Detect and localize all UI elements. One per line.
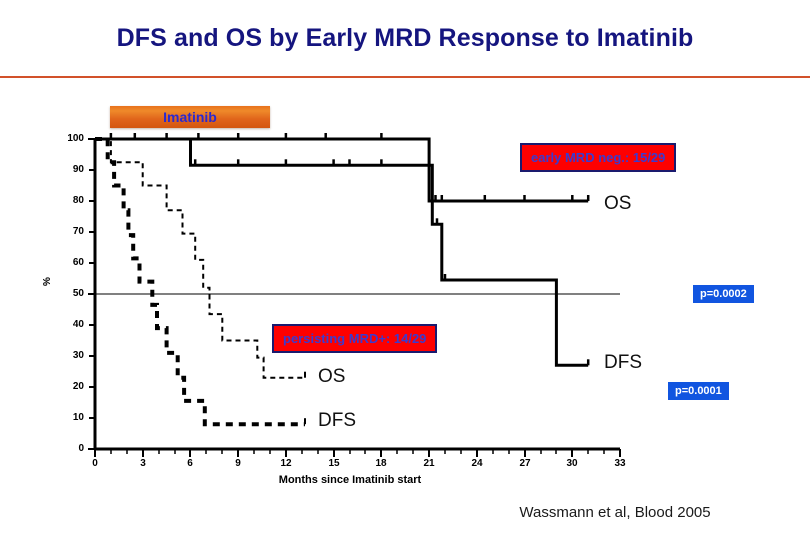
x-tick-label: 33 (614, 458, 626, 469)
y-tick-label: 30 (72, 350, 84, 361)
curve-label-os-mrd-positive: OS (318, 366, 346, 387)
y-tick-label: 10 (72, 412, 84, 423)
y-axis-title: % (42, 277, 53, 286)
y-tick-label: 40 (72, 319, 84, 330)
curve-label-os-mrd-negative: OS (604, 193, 632, 214)
annotation-mrd-positive: persisting MRD+: 14/29 (272, 324, 438, 353)
source-citation: Wassmann et al, Blood 2005 (519, 504, 711, 521)
y-tick-label: 60 (72, 257, 84, 268)
y-tick-label: 70 (72, 226, 84, 237)
p-value-badge-dfs: p=0.0001 (668, 382, 729, 400)
p-value-os-text: p=0.0002 (700, 288, 747, 300)
x-axis-title: Months since Imatinib start (278, 474, 422, 486)
x-tick-label: 9 (235, 458, 241, 469)
p-value-badge-os: p=0.0002 (693, 285, 754, 303)
imatinib-treatment-bar: Imatinib (110, 106, 270, 128)
x-tick-label: 21 (423, 458, 435, 469)
annotation-mrd-negative-text: early MRD neg.: 15/29 (531, 150, 666, 165)
y-axis-ticks (88, 138, 95, 450)
x-tick-label: 27 (519, 458, 531, 469)
y-tick-label: 100 (67, 133, 84, 144)
survival-curve (95, 137, 589, 203)
x-tick-label: 6 (187, 458, 193, 469)
survival-curves (95, 133, 590, 427)
x-tick-label: 3 (140, 458, 146, 469)
x-tick-label: 18 (375, 458, 387, 469)
y-tick-label: 90 (72, 164, 84, 175)
x-axis-major-ticks (94, 449, 621, 457)
curve-label-dfs-mrd-negative: DFS (604, 352, 642, 373)
y-tick-label: 20 (72, 381, 84, 392)
x-tick-label: 15 (328, 458, 340, 469)
chart-axes (88, 138, 621, 457)
x-tick-label: 30 (566, 458, 578, 469)
title-divider (0, 76, 810, 78)
survival-curve (95, 137, 305, 427)
imatinib-bar-label: Imatinib (163, 109, 217, 125)
page-title: DFS and OS by Early MRD Response to Imat… (116, 24, 694, 52)
x-tick-label: 0 (92, 458, 98, 469)
survival-curve (95, 138, 305, 379)
annotation-mrd-positive-text: persisting MRD+: 14/29 (283, 331, 427, 346)
y-tick-label: 80 (72, 195, 84, 206)
y-tick-label: 0 (78, 443, 84, 454)
annotation-mrd-negative: early MRD neg.: 15/29 (520, 143, 677, 172)
x-axis-minor-ticks (110, 449, 605, 454)
p-value-dfs-text: p=0.0001 (675, 385, 722, 397)
x-tick-label: 24 (471, 458, 483, 469)
x-tick-label: 12 (280, 458, 292, 469)
curve-label-dfs-mrd-positive: DFS (318, 410, 356, 431)
y-tick-label: 50 (72, 288, 84, 299)
